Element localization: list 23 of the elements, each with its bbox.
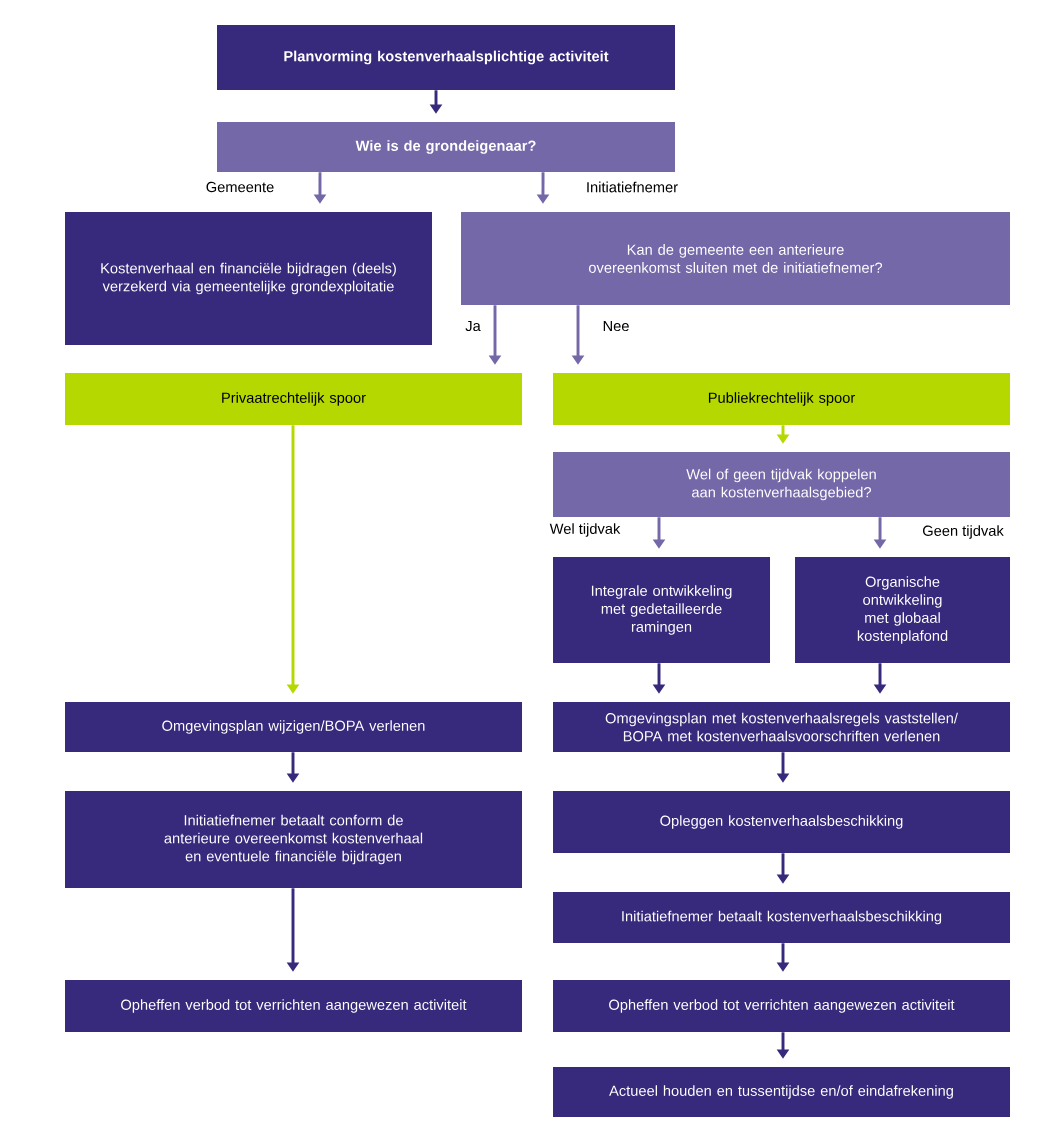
process-box: Kostenverhaal en financiële bijdragen (deels) verzekerd via gemeentelijke grondexploitatie [65, 212, 432, 345]
decision-box: Wel of geen tijdvak koppelen aan kostenverhaalsgebied? [553, 452, 1010, 517]
process-box: Opheffen verbod tot verrichten aangewezen activiteit [553, 980, 1010, 1032]
process-box: Organische ontwikkeling met globaal kostenplafond [795, 557, 1010, 663]
process-box: Opleggen kostenverhaalsbeschikking [553, 791, 1010, 853]
process-box: Actueel houden en tussentijdse en/of eindafrekening [553, 1067, 1010, 1117]
decision-box: Wie is de grondeigenaar? [217, 122, 675, 172]
edge-label: Geen tijdvak [920, 523, 1006, 541]
edge-label: Ja [463, 319, 483, 333]
process-box: Initiatiefnemer betaalt kostenverhaalsbeschikking [553, 892, 1010, 943]
process-box: Opheffen verbod tot verrichten aangewezen activiteit [65, 980, 522, 1032]
edge-label: Nee [601, 319, 631, 333]
process-box: Planvorming kostenverhaalsplichtige activiteit [217, 25, 675, 90]
edge-label: Initiatiefnemer [584, 180, 680, 194]
track-band: Privaatrechtelijk spoor [65, 373, 522, 425]
process-box: Initiatiefnemer betaalt conform de anterieure overeenkomst kostenverhaal en eventuele financiële bijdragen [65, 791, 522, 888]
edge-label: Gemeente [204, 180, 276, 194]
decision-box: Kan de gemeente een anterieure overeenkomst sluiten met de initiatiefnemer? [461, 212, 1010, 305]
process-box: Omgevingsplan met kostenverhaalsregels vaststellen/ BOPA met kostenverhaalsvoorschriften verlenen [553, 702, 1010, 752]
process-box: Omgevingsplan wijzigen/BOPA verlenen [65, 702, 522, 752]
process-box: Integrale ontwikkeling met gedetailleerde ramingen [553, 557, 770, 663]
track-band: Publiekrechtelijk spoor [553, 373, 1010, 425]
edge-label: Wel tijdvak [548, 521, 622, 539]
